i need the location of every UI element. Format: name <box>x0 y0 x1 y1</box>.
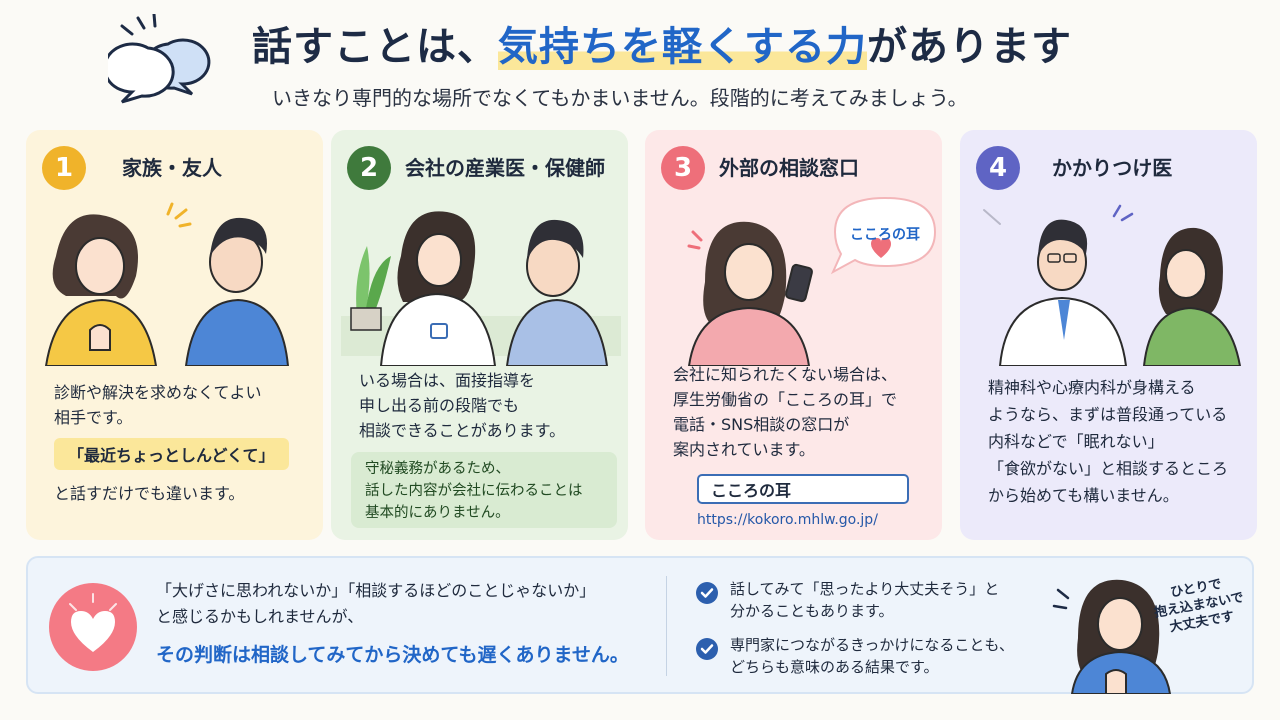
step-card-external-consultation: 3 外部の相談窓口 こころの耳 会社に知られたくない場合は、 厚生労働省の「ここ… <box>645 130 942 540</box>
bottom-emphasis: その判断は相談してみてから決めても遅くありません。 <box>156 644 629 666</box>
page-title: 話すことは、気持ちを軽くする力があります <box>252 24 1072 70</box>
bubble-label: こころの耳 <box>850 227 920 243</box>
step-number: 2 <box>347 146 391 190</box>
relieved-person-illustration <box>1052 579 1172 694</box>
confidentiality-note: 守秘義務があるため、 話した内容が会社に伝わることは 基本的にありません。 <box>351 452 617 528</box>
card-title: 会社の産業医・保健師 <box>405 156 605 180</box>
step-number: 3 <box>661 146 705 190</box>
step-card-family-doctor: 4 かかりつけ医 精神科や心療内科が身構える ようなら、まずは普段通っている 内… <box>960 130 1257 540</box>
check-icon <box>696 638 718 660</box>
header: 話すことは、気持ちを軽くする力があります いきなり専門的な場所でなくてもかまいま… <box>0 0 1280 120</box>
step-card-occupational-doctor: 2 会社の産業医・保健師 いる場合は、面接指導を 申し出る前の段階でも 相談でき… <box>331 130 628 540</box>
family-doctor-illustration <box>983 204 1242 366</box>
kokoro-search-box[interactable] <box>697 474 942 504</box>
card-body: 会社に知られたくない場合は、 厚生労働省の「こころの耳」で 電話・SNS相談の窓… <box>673 365 898 459</box>
external-consultation-illustration <box>687 196 937 366</box>
bottom-message-panel: 「大げさに思われないか」「相談するほどのことじゃないか」 と感じるかもしれません… <box>26 556 1254 694</box>
page-subtitle: いきなり専門的な場所でなくてもかまいません。段階的に考えてみましょう。 <box>272 86 968 110</box>
heart-icon <box>871 238 891 258</box>
card-body: いる場合は、面接指導を 申し出る前の段階でも 相談できることがあります。 <box>359 371 566 440</box>
title-highlight: 気持ちを軽くする力 <box>498 24 867 70</box>
family-friends-illustration <box>44 202 290 366</box>
card-after-text: と話すだけでも違います。 <box>54 484 245 503</box>
check-icon <box>696 582 718 604</box>
card-body: 精神科や心療内科が身構える ようなら、まずは普段通っている 内科などで「眠れない… <box>988 378 1229 505</box>
card-title: かかりつけ医 <box>1052 156 1173 180</box>
speech-bubbles-icon <box>108 14 211 104</box>
step-number: 1 <box>42 146 86 190</box>
bottom-message: 「大げさに思われないか」「相談するほどのことじゃないか」 と感じるかもしれません… <box>156 581 596 626</box>
search-input[interactable] <box>699 476 942 502</box>
card-body: 診断や解決を求めなくてよい 相手です。 <box>54 383 262 427</box>
heart-icon <box>49 583 137 671</box>
occupational-doctor-illustration <box>341 211 621 366</box>
kokoro-link[interactable]: https://kokoro.mhlw.go.jp/ <box>697 512 878 528</box>
divider <box>666 576 667 676</box>
step-number: 4 <box>976 146 1020 190</box>
step-card-family-friends: 1 家族・友人 診断や解決を求めなくてよい 相手です。 「最近ちょっとしんどくて… <box>26 130 323 540</box>
quote-chip: 「最近ちょっとしんどくて」 <box>54 438 289 470</box>
card-title: 外部の相談窓口 <box>719 156 859 180</box>
card-title: 家族・友人 <box>122 156 222 180</box>
